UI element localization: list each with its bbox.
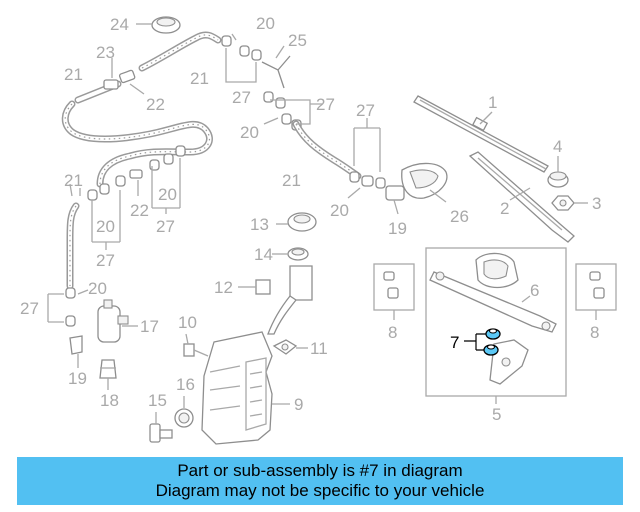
callout-8: 8 <box>388 323 397 342</box>
callout-8: 8 <box>590 323 599 342</box>
filler-neck-tube <box>267 265 313 335</box>
leader-lines <box>47 23 588 424</box>
grommet-part-24 <box>151 16 181 34</box>
callout-26: 26 <box>450 207 469 226</box>
callout-7-bracket <box>464 333 486 351</box>
washer-nozzle-part-26 <box>401 162 448 199</box>
mount-bracket-part-8-right <box>575 263 617 320</box>
callout-14: 14 <box>254 245 273 264</box>
connector-part-23 <box>103 69 136 90</box>
callout-21: 21 <box>282 171 301 190</box>
washer-reservoir-part-9 <box>201 331 273 445</box>
grommet-part-16 <box>174 408 194 428</box>
callout-4: 4 <box>553 137 562 156</box>
level-sensor-part-15 <box>149 423 173 443</box>
banner-line-disclaimer: Diagram may not be specific to your vehi… <box>155 481 485 500</box>
filler-cap-part-13 <box>287 212 317 232</box>
washer-hose-upper <box>138 31 222 72</box>
callout-27: 27 <box>316 95 335 114</box>
washer-hose-middle <box>292 120 362 180</box>
highlighted-bushing-part-7 <box>483 328 501 356</box>
callout-10: 10 <box>178 313 197 332</box>
washer-hose-left <box>66 202 80 290</box>
bolt-part-10 <box>183 343 209 357</box>
callout-20: 20 <box>158 185 177 204</box>
connector-part-19-upper <box>385 185 405 201</box>
wiper-blade-part-1 <box>413 95 549 173</box>
callout-11: 11 <box>310 339 328 358</box>
callout-20: 20 <box>256 14 275 33</box>
callout-21: 21 <box>64 171 83 190</box>
callout-20: 20 <box>96 217 115 236</box>
callout-21: 21 <box>190 69 209 88</box>
callout-labels: 24 20 25 23 21 21 22 27 27 27 20 1 4 21 … <box>20 14 601 424</box>
callout-20: 20 <box>88 279 107 298</box>
callout-27: 27 <box>232 88 251 107</box>
callout-15: 15 <box>148 391 167 410</box>
callout-13: 13 <box>250 215 269 234</box>
callout-19: 19 <box>68 369 87 388</box>
callout-23: 23 <box>96 43 115 62</box>
callout-16: 16 <box>176 375 195 394</box>
callout-27: 27 <box>20 299 39 318</box>
callout-18: 18 <box>100 391 119 410</box>
hose-clips-left <box>65 145 186 327</box>
banner-line-part-number: Part or sub-assembly is #7 in diagram <box>177 461 463 480</box>
bolt-part-12 <box>244 279 271 295</box>
grommet-part-11 <box>272 339 298 355</box>
callout-6: 6 <box>530 281 539 300</box>
callout-22: 22 <box>146 95 165 114</box>
seal-part-18 <box>99 359 117 379</box>
connector-part-19-lower <box>69 335 83 355</box>
callout-5: 5 <box>492 405 501 424</box>
mount-bracket-part-8-left <box>373 263 415 320</box>
y-connector-part-25 <box>261 55 291 89</box>
callout-2: 2 <box>500 199 509 218</box>
callout-25: 25 <box>288 31 307 50</box>
hose-clips-middle <box>349 171 386 189</box>
callout-9: 9 <box>294 395 303 414</box>
callout-27: 27 <box>96 251 115 270</box>
hose-clips-top <box>221 35 302 131</box>
wiper-linkage-box-part-5 <box>425 247 567 404</box>
callout-20: 20 <box>240 123 259 142</box>
callout-7-highlighted: 7 <box>450 333 459 352</box>
wiper-motor-linkage-part-6 <box>429 252 557 385</box>
callout-27: 27 <box>156 217 175 236</box>
washer-pump-part-17 <box>97 299 129 343</box>
cap-part-4 <box>547 171 569 188</box>
washer-hose-upper-left <box>61 80 213 188</box>
callout-24: 24 <box>110 15 129 34</box>
callout-3: 3 <box>592 194 601 213</box>
callout-12: 12 <box>214 278 233 297</box>
seal-part-14 <box>287 247 309 261</box>
callout-27: 27 <box>356 101 375 120</box>
callout-1: 1 <box>488 93 497 112</box>
callout-22: 22 <box>130 201 149 220</box>
callout-19: 19 <box>388 219 407 238</box>
callout-17: 17 <box>140 317 159 336</box>
callout-20: 20 <box>330 201 349 220</box>
nut-part-3 <box>551 195 575 211</box>
info-banner: Part or sub-assembly is #7 in diagram Di… <box>17 457 623 505</box>
callout-21: 21 <box>64 65 83 84</box>
